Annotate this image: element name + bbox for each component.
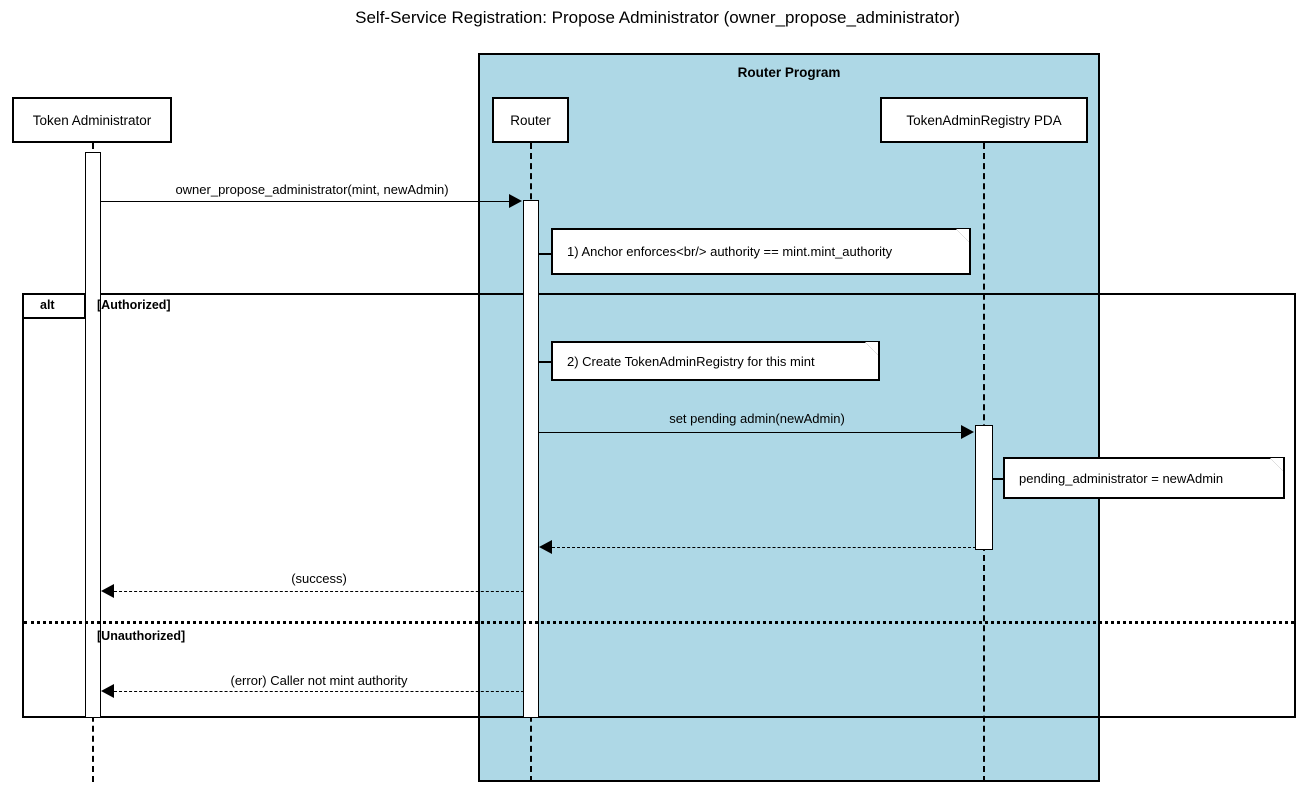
message-label-success-return: (success) [291, 571, 347, 586]
note-text-create-registry: 2) Create TokenAdminRegistry for this mi… [567, 353, 815, 369]
message-line-set-pending-admin [539, 432, 963, 433]
message-arrowhead-set-pending-admin [961, 425, 974, 439]
note-pending-administrator: pending_administrator = newAdmin [1003, 457, 1285, 499]
participant-router[interactable]: Router [492, 97, 569, 143]
participant-token-admin-registry-pda[interactable]: TokenAdminRegistry PDA [880, 97, 1088, 143]
message-line-error-return [114, 691, 524, 692]
message-line-owner-propose-administrator [101, 201, 511, 202]
alt-branch-condition-authorized: [Authorized] [97, 298, 171, 312]
diagram-title: Self-Service Registration: Propose Admin… [355, 8, 960, 27]
note-connector-pending-administrator [993, 478, 1005, 480]
message-line-success-return [114, 591, 524, 592]
message-label-owner-propose-administrator: owner_propose_administrator(mint, newAdm… [175, 182, 449, 197]
message-arrowhead-success-return [101, 584, 114, 598]
note-anchor-enforces: 1) Anchor enforces<br/> authority == min… [551, 228, 971, 275]
alt-fragment-operator-label: alt [40, 298, 55, 312]
note-connector-create-registry [539, 361, 553, 363]
participant-label-token-admin-registry-pda: TokenAdminRegistry PDA [906, 112, 1062, 128]
group-box-router-program [478, 53, 1100, 782]
message-label-error-return: (error) Caller not mint authority [230, 673, 408, 688]
message-arrowhead-pda-return [539, 540, 552, 554]
note-connector-anchor-enforces [539, 253, 553, 255]
alt-branch-divider [24, 621, 1294, 624]
alt-fragment [22, 293, 1296, 718]
note-fold-inner-create-registry [865, 342, 878, 355]
note-text-anchor-enforces: 1) Anchor enforces<br/> authority == min… [567, 244, 893, 259]
activation-token-administrator [85, 152, 101, 718]
note-text-pending-administrator: pending_administrator = newAdmin [1019, 470, 1224, 486]
note-fold-inner-pending-administrator [1270, 458, 1283, 471]
message-arrowhead-owner-propose-administrator [509, 194, 522, 208]
message-arrowhead-error-return [101, 684, 114, 698]
message-line-pda-return [552, 547, 976, 548]
participant-label-router: Router [510, 112, 551, 128]
group-label-router-program: Router Program [737, 65, 841, 80]
alt-branch-condition-unauthorized: [Unauthorized] [97, 629, 186, 643]
message-label-set-pending-admin: set pending admin(newAdmin) [669, 411, 845, 426]
alt-fragment-tab [24, 295, 86, 319]
participant-label-token-administrator: Token Administrator [32, 112, 152, 128]
participant-token-administrator[interactable]: Token Administrator [12, 97, 172, 143]
note-create-registry: 2) Create TokenAdminRegistry for this mi… [551, 341, 880, 381]
note-fold-inner-anchor-enforces [956, 229, 969, 242]
activation-router [523, 200, 539, 718]
activation-token-admin-registry-pda [975, 425, 993, 550]
